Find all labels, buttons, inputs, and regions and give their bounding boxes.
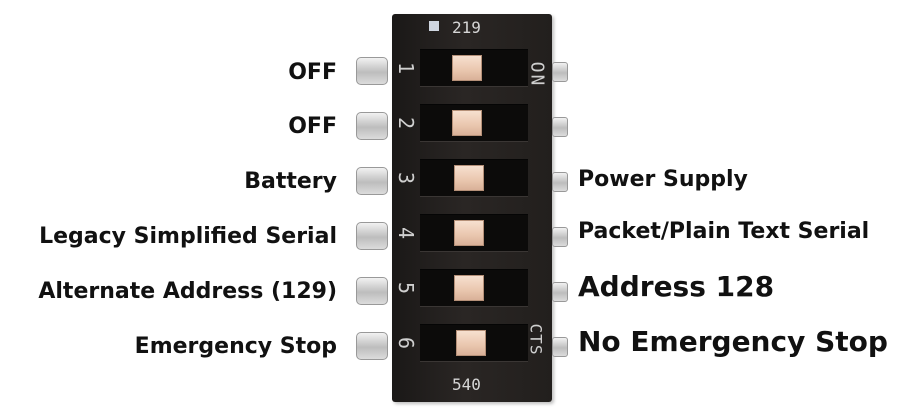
right-label-5: Address 128 — [578, 270, 775, 303]
right-pin — [552, 227, 568, 247]
switch-toggle-3[interactable] — [454, 165, 484, 191]
on-label: ON — [526, 61, 548, 88]
switch-number-5: 5 — [394, 281, 419, 295]
switch-toggle-6[interactable] — [456, 330, 486, 356]
right-pin — [552, 117, 568, 137]
switch-toggle-2[interactable] — [452, 110, 482, 136]
switch-toggle-1[interactable] — [452, 55, 482, 81]
left-pin — [356, 277, 388, 305]
right-pin — [552, 172, 568, 192]
left-label-4: Legacy Simplified Serial — [39, 224, 337, 249]
left-pin — [356, 57, 388, 85]
bottom-part-code: 540 — [452, 375, 481, 394]
right-pin — [552, 62, 568, 82]
right-pin — [552, 282, 568, 302]
switch-number-2: 2 — [394, 116, 419, 130]
left-label-1: OFF — [288, 60, 337, 85]
right-label-6: No Emergency Stop — [578, 325, 888, 358]
left-pin — [356, 167, 388, 195]
switch-toggle-4[interactable] — [454, 220, 484, 246]
switch-toggle-5[interactable] — [454, 275, 484, 301]
left-label-2: OFF — [288, 114, 337, 139]
left-pin — [356, 332, 388, 360]
switch-number-3: 3 — [394, 171, 419, 185]
switch-number-1: 1 — [394, 61, 419, 75]
top-part-code: 219 — [452, 18, 481, 37]
left-pin — [356, 222, 388, 250]
left-label-5: Alternate Address (129) — [38, 279, 337, 304]
switch-number-6: 6 — [394, 336, 419, 350]
switch-number-4: 4 — [394, 226, 419, 240]
cts-label: CTS — [526, 323, 546, 356]
right-label-4: Packet/Plain Text Serial — [578, 219, 870, 244]
left-label-3: Battery — [244, 169, 337, 194]
right-pin — [552, 337, 568, 357]
left-pin — [356, 112, 388, 140]
pin1-marker — [429, 21, 439, 31]
left-label-6: Emergency Stop — [134, 334, 337, 359]
right-label-3: Power Supply — [578, 167, 748, 192]
